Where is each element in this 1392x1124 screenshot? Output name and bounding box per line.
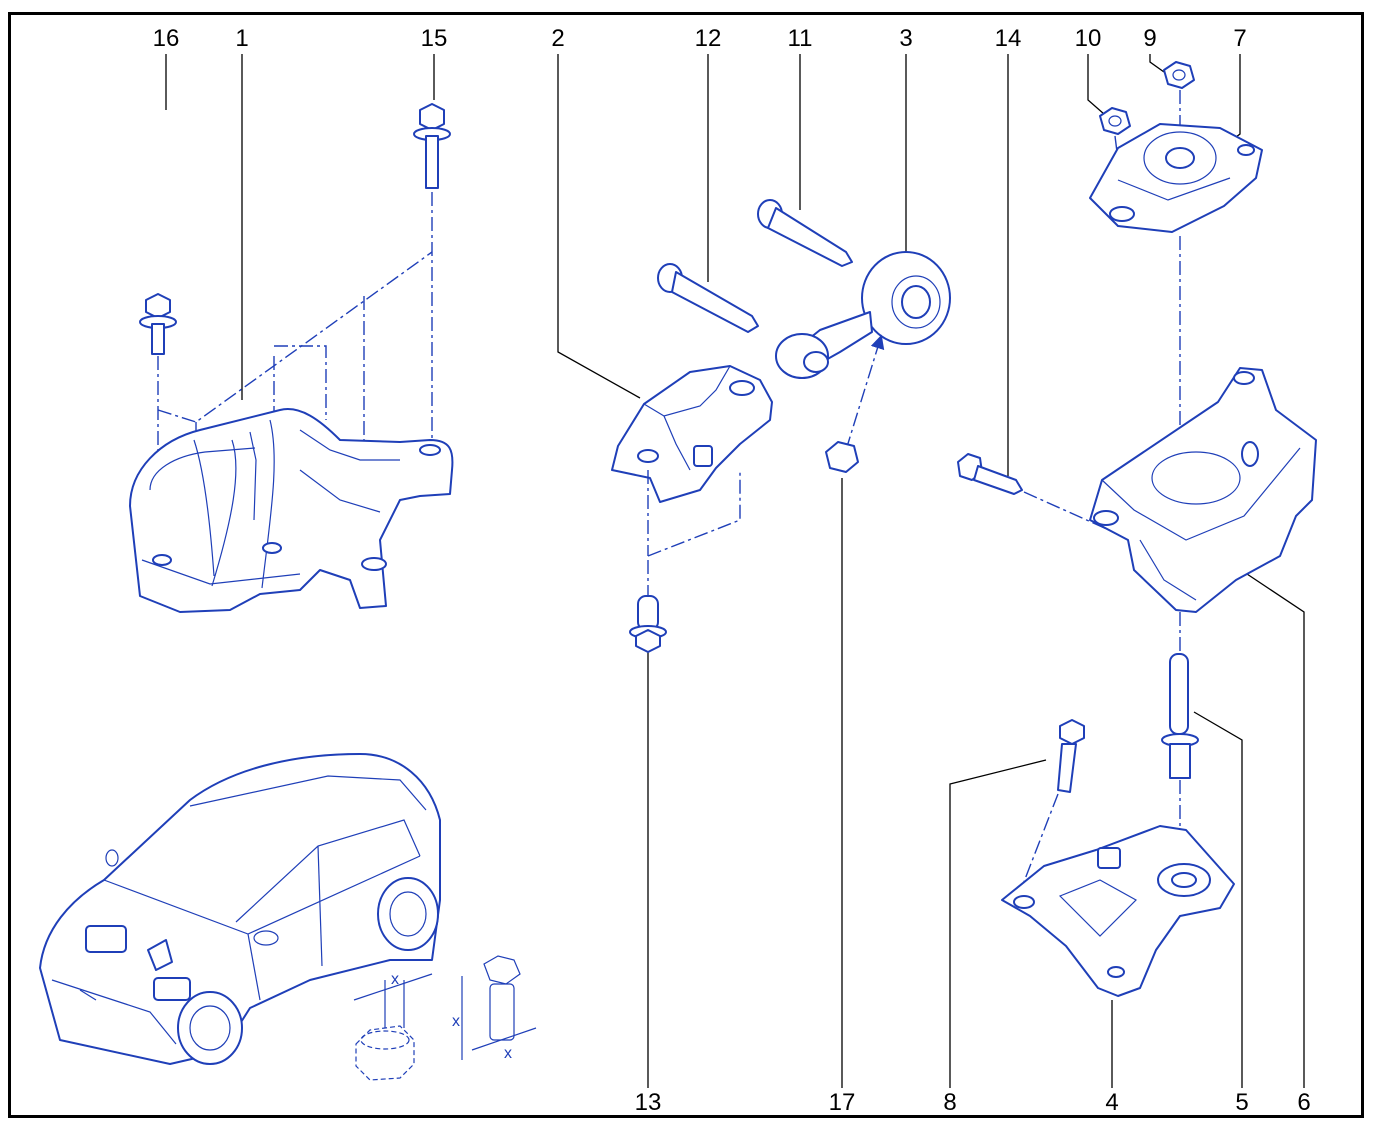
label-3: 3 [899,25,912,52]
leader-lines [165,54,1305,1088]
label-8: 8 [943,1089,956,1116]
bolt-8 [1019,719,1085,893]
label-5: 5 [1235,1089,1248,1116]
bolt-15 [413,103,451,448]
bolt-12 [657,263,759,333]
label-11: 11 [788,25,813,52]
label-13: 13 [635,1089,662,1116]
label-16: 16 [153,25,180,52]
dimension-x-bolt-diameter: x [504,1045,512,1062]
stud-5 [1161,653,1199,880]
lower-bracket-4 [1001,825,1235,997]
bolt-11 [757,199,853,267]
tightening-symbol-bolt: x x [452,955,537,1062]
label-12: 12 [695,25,722,52]
label-7: 7 [1233,25,1246,52]
torque-rod-3 [775,251,951,451]
label-9: 9 [1143,25,1156,52]
tightening-symbol-nut: x [353,971,433,1081]
vehicle-illustration [39,753,441,1065]
label-17: 17 [829,1089,856,1116]
bolt-13 [629,560,667,653]
diagram-frame [8,12,1364,1118]
bracket-1 [129,251,454,613]
dimension-x-nut: x [391,971,399,988]
dimension-x-bolt-length: x [452,1013,460,1030]
nut-17 [825,441,859,473]
label-2: 2 [551,25,564,52]
label-6: 6 [1297,1089,1310,1116]
carrier-6 [1089,367,1317,660]
label-1: 1 [235,25,248,52]
label-15: 15 [421,25,448,52]
label-10: 10 [1075,25,1102,52]
label-4: 4 [1105,1089,1118,1116]
bracket-2 [611,365,773,557]
label-14: 14 [995,25,1022,52]
